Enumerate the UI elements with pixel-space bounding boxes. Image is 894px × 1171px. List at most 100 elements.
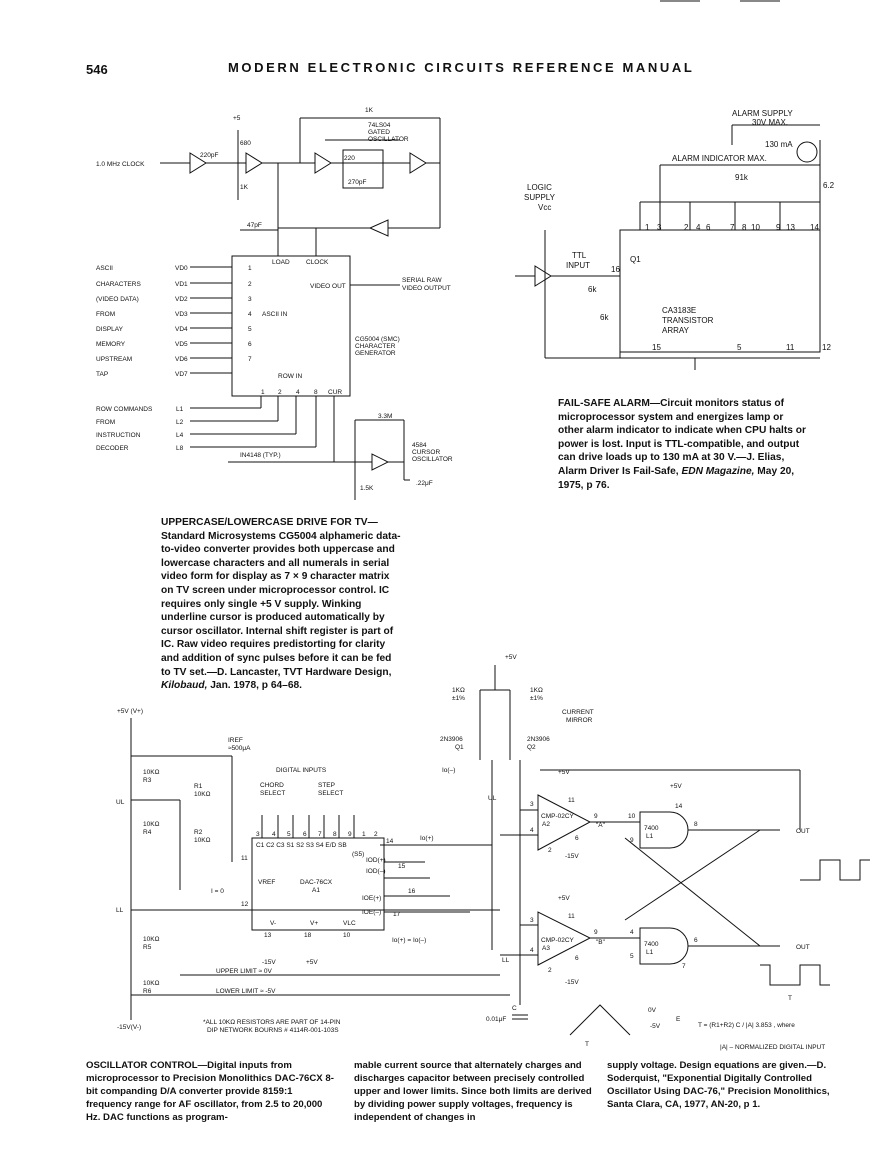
fig1-vd-1: VD1 <box>175 281 188 288</box>
fig1-cur-2: OSCILLATOR <box>412 456 453 463</box>
fig3-cbp-4: 4 <box>530 947 534 954</box>
fig1-row-8: 8 <box>314 389 318 396</box>
fig2-logic-0: LOGIC <box>527 183 552 192</box>
fig1-video-out: VIDEO OUT <box>310 283 346 290</box>
fig3-dp-9: 9 <box>348 831 352 838</box>
fig3-v15-a: -15V <box>565 853 579 860</box>
fig3-cmpa-1: A2 <box>542 821 550 828</box>
fig1-left-7: TAP <box>96 371 108 378</box>
caption-fail-safe-alarm: FAIL-SAFE ALARM—Circuit monitors status … <box>558 397 806 492</box>
fig1-load: LOAD <box>272 259 290 266</box>
fig1-vd-2: VD2 <box>175 296 188 303</box>
fig2-ttl-0: TTL <box>572 251 587 260</box>
fig3-vpn-10: 10 <box>343 932 351 939</box>
fig1-serial-1: VIDEO OUTPUT <box>402 285 451 292</box>
fig3-pin11: 11 <box>241 855 248 862</box>
fig2-bp-15: 15 <box>652 343 661 352</box>
fig1-plus5: +5 <box>233 115 241 122</box>
fig3-ll-right: LL <box>502 957 510 964</box>
fig3-vpn-13: 13 <box>264 932 272 939</box>
fig3-cap-6: 6 <box>575 835 579 842</box>
fig3-pin17: 17 <box>393 911 401 918</box>
fig1-circuit <box>160 117 441 500</box>
caption1-title: UPPERCASE/LOWERCASE DRIVE FOR TV— <box>161 517 378 528</box>
fig3-r2-1: 10KΩ <box>194 837 211 844</box>
fig3-chord-1: SELECT <box>260 790 285 797</box>
fig3-t-wave: T <box>585 1041 589 1048</box>
fig3-pin12: 12 <box>241 901 249 908</box>
fig3-vpin-vm: V- <box>270 920 276 927</box>
fig1-cur-0: 4584 <box>412 442 427 449</box>
fig3-q1-1: Q1 <box>455 744 464 751</box>
fig1-left-6: UPSTREAM <box>96 356 132 363</box>
fig3-cap-9: 9 <box>594 813 598 820</box>
fig2-r91k: 91k <box>735 173 749 182</box>
fig2-array-1: TRANSISTOR <box>662 316 714 325</box>
fig3-g2p-7: 7 <box>682 963 686 970</box>
caption2-source: EDN Magazine, <box>681 465 755 477</box>
fig3-cbp-2: 2 <box>548 967 552 974</box>
fig3-g1-1: L1 <box>646 833 654 840</box>
fig1-r33m: 3.3M <box>378 413 392 420</box>
fig3-g1p-10: 10 <box>628 813 636 820</box>
fig3-plus5-a: +5V <box>558 769 570 776</box>
fig3-i0: I = 0 <box>211 888 224 895</box>
fig1-l1: L1 <box>176 406 184 413</box>
fig3-cap-3: 3 <box>530 801 534 808</box>
fig1-r680: 680 <box>240 140 251 147</box>
fig1-c22: .22μF <box>416 480 433 487</box>
fig1-diode: IN4148 (TYP.) <box>240 452 281 459</box>
fig1-l8: L8 <box>176 445 184 452</box>
fig3-formula: T = (R1+R2) C / |A| 3.853 , where <box>698 1022 795 1029</box>
fig1-row-cur: CUR <box>328 389 342 396</box>
fig2-logic-1: SUPPLY <box>524 193 556 202</box>
fig3-r1kl-0: 1KΩ <box>452 687 465 694</box>
fig3-ioe-plus: IOE(+) <box>362 895 381 902</box>
fig1-c270: 270pF <box>348 179 366 186</box>
fig1-vd-7: VD7 <box>175 371 188 378</box>
fig1-rowlab-2: INSTRUCTION <box>96 432 141 439</box>
fig3-g2-0: 7400 <box>644 941 659 948</box>
fig3-dp-3: 3 <box>256 831 260 838</box>
fig1-row-1: 1 <box>261 389 265 396</box>
caption1-tail: Jan. 1978, p 64–68. <box>207 680 302 692</box>
fig2-ttl-1: INPUT <box>566 261 590 270</box>
fig1-row-4: 4 <box>296 389 300 396</box>
fig1-row-in: ROW IN <box>278 373 302 380</box>
fig3-dp-6: 6 <box>303 831 307 838</box>
fig3-circuit <box>130 665 870 1036</box>
fig3-cbp-6: 6 <box>575 955 579 962</box>
fig3-io-eq: Io(+) = Io(–) <box>392 937 426 944</box>
fig1-gated-2: OSCILLATOR <box>368 136 409 143</box>
fig3-cap-4: 4 <box>530 827 534 834</box>
caption2-body: Circuit monitors status of microprocesso… <box>558 398 806 477</box>
fig2-tp-6: 6 <box>706 223 711 232</box>
fig1-c220: 220pF <box>200 152 218 159</box>
fig1-l2: L2 <box>176 419 184 426</box>
fig3-r1kr-0: 1KΩ <box>530 687 543 694</box>
fig3-io-plus: Io(+) <box>420 835 434 842</box>
fig1-left-2: (VIDEO DATA) <box>96 296 139 303</box>
fig3-plus5-top: +5V <box>505 654 517 661</box>
fig3-cap-2: 2 <box>548 847 552 854</box>
fig3-r6-0: 10KΩ <box>143 980 160 987</box>
fig2-bp-11: 11 <box>786 343 795 352</box>
fig3-r2-0: R2 <box>194 829 203 836</box>
fig3-ul-right: UL <box>488 795 497 802</box>
fig3-io-minus: Io(–) <box>442 767 455 774</box>
fig2-logic-2: Vcc <box>538 203 551 212</box>
fig3-norm: |A| – NORMALIZED DIGITAL INPUT <box>720 1044 825 1051</box>
fig1-clock-label: 1.0 MHz CLOCK <box>96 161 145 168</box>
fig2-array-0: CA3183E <box>662 306 696 315</box>
fig3-r3-0: 10KΩ <box>143 769 160 776</box>
fig2-q1: Q1 <box>630 255 641 264</box>
fig1-r220: 220 <box>344 155 355 162</box>
fig3-cbp-9: 9 <box>594 929 598 936</box>
fig3-c: C <box>512 1005 517 1012</box>
fig3-g2p-6: 6 <box>694 937 698 944</box>
fig1-r15k: 1.5K <box>360 485 374 492</box>
fig1-vd-6: VD6 <box>175 356 188 363</box>
fig3-iod-minus: IOD(–) <box>366 868 386 875</box>
fig3-out-bar: OUT <box>796 944 810 951</box>
fig2-alarm-0: ALARM SUPPLY <box>732 109 793 118</box>
